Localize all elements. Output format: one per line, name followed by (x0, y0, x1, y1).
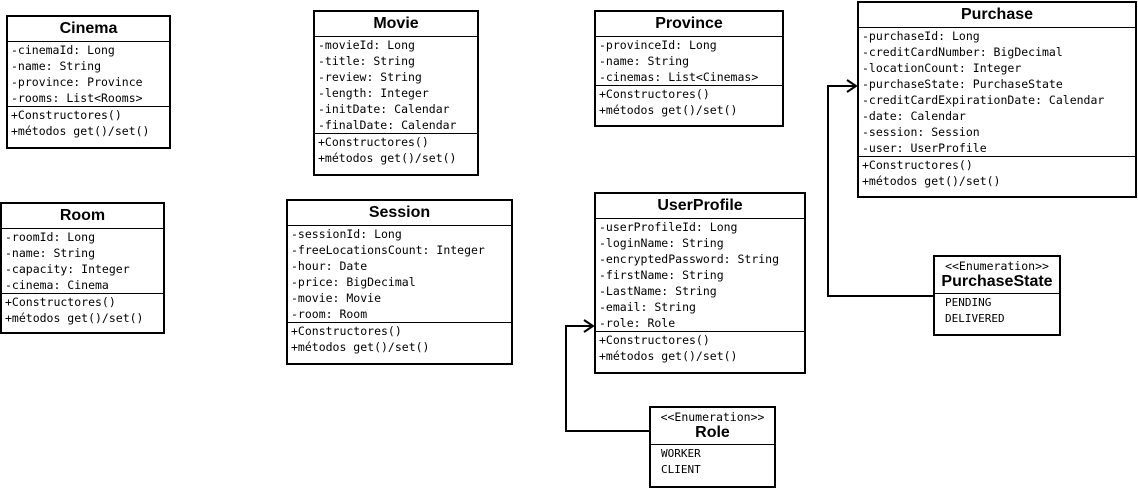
class-movie-attribute-row: -review: String (318, 70, 422, 84)
class-province-attributes: -provinceId: Long -name: String -cinemas: … (596, 37, 782, 86)
enum-role-values: WORKER CLIENT (651, 445, 774, 479)
enum-role-stereotype: <<Enumeration>> (660, 410, 765, 424)
class-session-method-row: +métodos get()/set() (291, 340, 430, 354)
enum-purchasestate: <<Enumeration>> PurchaseState PENDING DEL… (933, 255, 1061, 336)
enum-role-value-row: CLIENT (661, 463, 701, 476)
enum-role-value-row: WORKER (661, 447, 701, 460)
class-purchase-attribute-row: -session: Session (862, 125, 980, 139)
class-movie-methods: +Constructores() +métodos get()/set() (315, 134, 477, 166)
class-userprofile-attribute-row: -encryptedPassword: String (599, 252, 780, 266)
enum-purchasestate-value-row: DELIVERED (945, 312, 1005, 325)
class-movie-method-row: +Constructores() (318, 135, 429, 149)
class-cinema-methods: +Constructores() +métodos get()/set() (8, 107, 169, 139)
class-province: Province -provinceId: Long-name: String-… (594, 10, 784, 127)
class-userprofile: UserProfile -userProfileId: Long -loginNa… (594, 192, 806, 374)
class-room-methods: +Constructores() +métodos get()/set() (2, 294, 163, 326)
class-purchase-attribute-row: -purchaseId: Long (862, 29, 980, 43)
class-movie-attributes: -movieId: Long -title: String -review: Str… (315, 37, 477, 134)
enum-role-name: Role (651, 424, 774, 445)
class-province-attribute-row: -cinemas: List<Cinemas> (599, 70, 759, 84)
class-cinema-name: Cinema (8, 17, 169, 42)
class-province-attribute-row: -provinceId: Long (599, 38, 717, 52)
class-movie-method-row: +métodos get()/set() (318, 151, 457, 165)
class-room-method-row: +métodos get()/set() (5, 311, 144, 325)
class-room-attribute-row: -capacity: Integer (5, 262, 130, 276)
enum-purchasestate-value-row: PENDING (945, 296, 992, 309)
class-userprofile-attribute-row: -email: String (599, 300, 696, 314)
class-userprofile-attribute-row: -LastName: String (599, 284, 717, 298)
class-userprofile-name: UserProfile (596, 194, 804, 219)
class-purchase-attribute-row: -purchaseState: PurchaseState (862, 77, 1063, 91)
class-province-attribute-row: -name: String (599, 54, 690, 68)
class-room-attribute-row: -cinema: Cinema (5, 278, 109, 292)
enum-purchasestate-values: PENDING DELIVERED (935, 294, 1059, 328)
class-cinema-attribute-row: -name: String (11, 59, 102, 73)
class-movie-attribute-row: -movieId: Long (318, 38, 415, 52)
class-room-attribute-row: -roomId: Long (5, 230, 96, 244)
class-session-attribute-row: -sessionId: Long (291, 227, 402, 241)
class-purchase-attribute-row: -date: Calendar (862, 109, 966, 123)
class-userprofile-method-row: +métodos get()/set() (599, 349, 738, 363)
class-session-attribute-row: -room: Room (291, 307, 368, 321)
class-purchase-attribute-row: -creditCardNumber: BigDecimal (862, 45, 1063, 59)
enum-purchasestate-name: PurchaseState (935, 273, 1059, 294)
class-purchase-attribute-row: -locationCount: Integer (862, 61, 1022, 75)
class-movie-attribute-row: -finalDate: Calendar (318, 118, 457, 132)
class-movie: Movie -movieId: Long -title: String -revie… (313, 10, 479, 176)
class-purchase: Purchase -purchaseId: Long -creditCardNum… (857, 1, 1137, 198)
class-userprofile-methods: +Constructores() +métodos get()/set() (596, 332, 804, 364)
class-movie-attribute-row: -title: String (318, 54, 415, 68)
class-province-method-row: +métodos get()/set() (599, 103, 738, 117)
class-movie-attribute-row: -length: Integer (318, 86, 429, 100)
class-room: Room -roomId: Long -name: String -capacity… (0, 202, 165, 334)
class-userprofile-attributes: -userProfileId: Long -loginName: String -e… (596, 219, 804, 332)
class-cinema-attribute-row: -province: Province (11, 75, 143, 89)
class-room-attribute-row: -name: String (5, 246, 96, 260)
class-cinema-method-row: +Constructores() (11, 108, 122, 122)
class-purchase-method-row: +Constructores() (862, 158, 973, 172)
class-session-method-row: +Constructores() (291, 324, 402, 338)
class-userprofile-attribute-row: -userProfileId: Long (599, 220, 738, 234)
class-session-attribute-row: -movie: Movie (291, 291, 382, 305)
class-session-attribute-row: -hour: Date (291, 259, 368, 273)
enum-purchasestate-stereotype: <<Enumeration>> (945, 259, 1049, 273)
class-session-attributes: -sessionId: Long -freeLocationsCount: Int… (288, 226, 511, 323)
class-session: Session -sessionId: Long -freeLocationsCo… (286, 199, 513, 365)
class-cinema-attribute-row: -rooms: List<Rooms> (11, 91, 143, 105)
class-purchase-method-row: +métodos get()/set() (862, 174, 1001, 188)
class-purchase-name: Purchase (859, 3, 1135, 28)
class-room-method-row: +Constructores() (5, 295, 116, 309)
class-room-name: Room (2, 204, 163, 229)
class-userprofile-attribute-row: -loginName: String (599, 236, 724, 250)
class-session-attribute-row: -price: BigDecimal (291, 275, 416, 289)
class-movie-attribute-row: -initDate: Calendar (318, 102, 450, 116)
class-purchase-attribute-row: -creditCardExpirationDate: Calendar (862, 93, 1105, 107)
class-purchase-attribute-row: -user: UserProfile (862, 141, 987, 155)
class-room-attributes: -roomId: Long -name: String -capacity: Int… (2, 229, 163, 294)
class-movie-name: Movie (315, 12, 477, 37)
class-cinema: Cinema -cinemaId: Long -name: String -prov… (6, 15, 171, 149)
class-session-attribute-row: -freeLocationsCount: Integer (291, 243, 485, 257)
enum-role: <<Enumeration>> Role WORKER CLIENT (649, 406, 776, 488)
class-cinema-attributes: -cinemaId: Long -name: String -province: P… (8, 42, 169, 107)
class-purchase-methods: +Constructores() +métodos get()/set() (859, 157, 1135, 189)
class-province-method-row: +Constructores() (599, 87, 710, 101)
class-session-methods: +Constructores() +métodos get()/set() (288, 323, 511, 355)
class-session-name: Session (288, 201, 511, 226)
class-userprofile-attribute-row: -firstName: String (599, 268, 724, 282)
class-province-name: Province (596, 12, 782, 37)
class-userprofile-method-row: +Constructores() (599, 333, 710, 347)
class-cinema-attribute-row: -cinemaId: Long (11, 43, 115, 57)
class-userprofile-attribute-row: -role: Role (599, 316, 676, 330)
purchasestate-to-purchase-arrowhead (846, 79, 858, 93)
class-purchase-attributes: -purchaseId: Long -creditCardNumber: BigD… (859, 28, 1135, 157)
role-to-userprofile-arrowhead (583, 319, 595, 333)
class-province-methods: +Constructores() +métodos get()/set() (596, 86, 782, 118)
class-cinema-method-row: +métodos get()/set() (11, 124, 150, 138)
